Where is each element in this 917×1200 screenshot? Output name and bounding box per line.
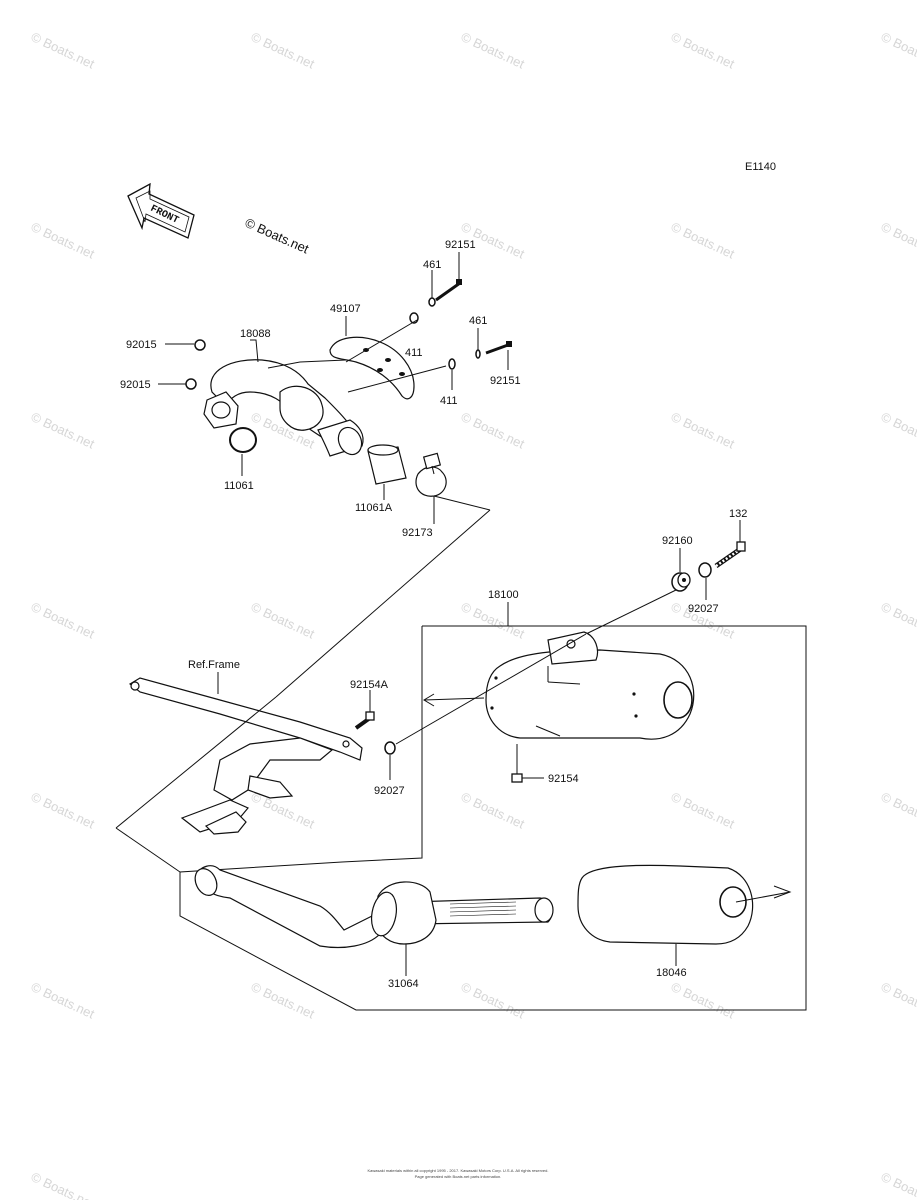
label-92151-top: 92151 [445,239,476,251]
label-92154A: 92154A [350,679,389,691]
bolt-132 [714,541,746,569]
ref-frame [128,677,363,835]
watermark: © Boats.net [669,979,737,1022]
label-132: 132 [729,508,747,520]
bolt-92151-top [435,279,462,302]
assembly-bracket-18100 [179,625,807,1011]
leader-lines-upper [158,252,509,698]
bolt-92154A [354,711,375,730]
watermark: © Boats.net [249,29,317,72]
watermark: © Boats.net [459,789,527,832]
label-49107: 49107 [330,303,361,315]
washer-461-right [475,349,481,359]
washer-92027-bottom [384,741,396,755]
label-ref-frame: Ref.Frame [188,659,240,671]
watermark: © Boats.net [879,409,917,452]
grommet-92160 [671,572,691,592]
watermark: © Boats.net [879,599,917,642]
bolt-92154 [511,744,544,783]
tail-pipe-31064 [194,865,554,949]
label-92151-right: 92151 [490,375,521,387]
leader-lines-rear [507,520,741,635]
front-arrow-icon: FRONT [127,182,195,239]
label-18100: 18100 [488,589,519,601]
label-92015-a: 92015 [126,339,157,351]
label-11061: 11061 [224,480,254,492]
muffler-cover-18046 [577,864,754,945]
watermark: © Boats.net [879,979,917,1022]
gasket-11061 [229,427,257,453]
label-18088: 18088 [240,328,271,340]
label-92160: 92160 [662,535,693,547]
pointer-line [735,891,791,903]
watermark: © Boats.net [29,219,97,262]
label-411-right: 411 [440,395,458,407]
nut-92015-a [194,339,206,351]
nut-92015-b [185,378,197,390]
washer-461-top [428,297,436,307]
watermark: © Boats.net [29,29,97,72]
muffler-18100 [485,631,695,740]
collar-411-right [448,358,456,370]
label-92027-bottom: 92027 [374,785,405,797]
watermark: © Boats.net [879,1169,917,1200]
watermark: © Boats.net [459,29,527,72]
label-11061A: 11061A [355,502,393,514]
watermark: © Boats.net [669,29,737,72]
label-411-top: 411 [405,347,423,359]
watermark: © Boats.net [669,219,737,262]
bolt-92151-right [485,341,512,355]
watermark: © Boats.net [249,979,317,1022]
watermark: © Boats.net [29,979,97,1022]
brand-mark: © Boats.net [243,215,312,257]
watermark: © Boats.net [459,599,527,642]
watermark: © Boats.net [29,789,97,832]
footer-generated: Page generated with Boats.net parts info… [415,1174,502,1179]
watermark: © Boats.net [459,409,527,452]
watermark: © Boats.net [879,219,917,262]
clamp-92173 [415,452,447,497]
watermark: © Boats.net [879,789,917,832]
gasket-11061A [367,444,407,485]
label-31064: 31064 [388,978,419,990]
watermark: © Boats.net [29,409,97,452]
footer-copyright: Kawasaki materials within all copyright … [368,1168,549,1173]
diagram-code: E1140 [745,161,776,173]
watermark: © Boats.net [29,599,97,642]
label-461-right: 461 [469,315,487,327]
watermark: © Boats.net [669,409,737,452]
watermark: © Boats.net [29,1169,97,1200]
label-92173: 92173 [402,527,433,539]
watermark: © Boats.net [669,789,737,832]
heat-guard-49107 [329,336,415,400]
watermark: © Boats.net [459,979,527,1022]
washer-92027-top [698,562,712,578]
label-92154: 92154 [548,773,579,785]
header-pipe-18088 [203,359,364,457]
label-92015-b: 92015 [120,379,151,391]
leader-lines-mid [115,633,587,873]
label-461-top: 461 [423,259,441,271]
watermark: © Boats.net [879,29,917,72]
watermark: © Boats.net [249,599,317,642]
label-18046: 18046 [656,967,687,979]
label-92027-top: 92027 [688,603,719,615]
